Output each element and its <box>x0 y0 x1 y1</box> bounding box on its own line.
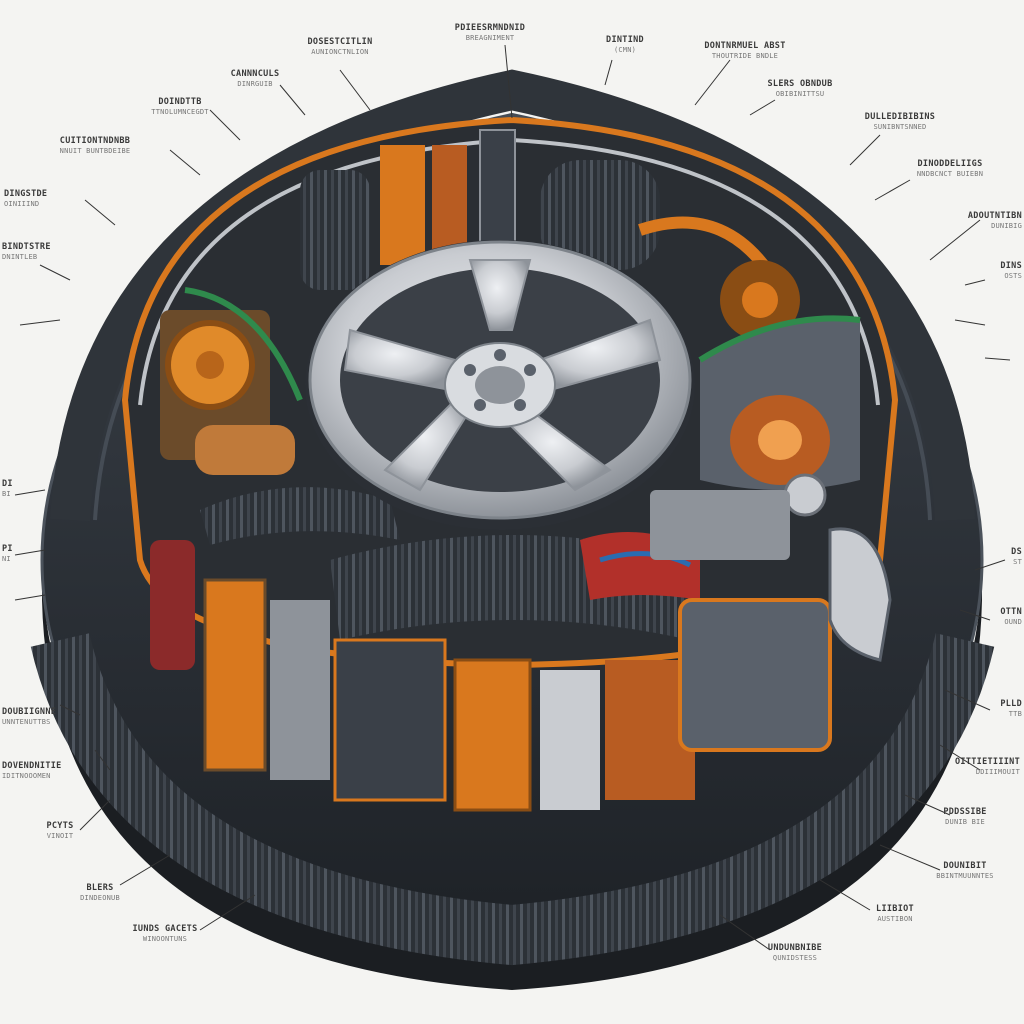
label-title: DINGSTDE <box>4 189 48 199</box>
label-low-right-3: PDDSSIBE DUNIB BIE <box>943 807 987 826</box>
label-right-5: DINS OSTS <box>1000 261 1022 280</box>
label-low-right-4: DOUNIBIT BBINTMUUNNTES <box>936 861 994 880</box>
label-top-right-1: DINTIND (CMN) <box>606 35 644 54</box>
label-title: DOUBIIGNNE <box>2 707 57 717</box>
label-title: DULLEDIBIBINS <box>864 112 936 122</box>
label-top-right-2: DONTNRMUEL ABST THOUTRIDE BNDLE <box>704 41 786 60</box>
label-subtitle: OUND <box>1004 617 1022 626</box>
label-title: ADOUTNTIBN <box>967 211 1022 221</box>
label-subtitle: QUNIDSTESS <box>772 953 818 962</box>
label-bottom-right: UNDUNBNIBE QUNIDSTESS <box>767 943 823 962</box>
label-right-2: DULLEDIBIBINS SUNIBNTSNNED <box>864 112 936 131</box>
label-title: CUITIONTNDNBB <box>59 136 131 146</box>
label-left-1: CANNNCULS DINRGUIB <box>230 69 280 88</box>
label-subtitle: NI <box>2 554 11 563</box>
label-subtitle: DNINTLEB <box>2 252 38 261</box>
label-title: PDDSSIBE <box>943 807 987 817</box>
label-low-left-4: BLERS DINDEONUB <box>80 883 120 902</box>
label-title: CANNNCULS <box>230 69 280 79</box>
label-subtitle: DUNIB BIE <box>945 817 985 826</box>
label-title: DI <box>2 479 13 489</box>
label-low-left-2: DOVENDNITIE IDITNOOOMEN <box>2 761 62 780</box>
label-subtitle: VINOIT <box>46 831 74 840</box>
label-mid-right-2: OTTN OUND <box>1000 607 1022 626</box>
label-subtitle: UNNTENUTTBS <box>2 717 51 726</box>
label-low-right-5: LIIBIOT AUSTIBON <box>876 904 914 923</box>
label-title: DS <box>1011 547 1022 557</box>
label-title: DINTIND <box>606 35 644 45</box>
label-title: PDIEESRMNDNID <box>454 23 526 33</box>
label-low-right-2: OITTIETIIINT DDIIIMOUIT <box>954 757 1020 776</box>
alloy-wheel-icon <box>305 240 695 530</box>
label-low-left-3: PCYTS VINOIT <box>46 821 74 840</box>
label-title: DINS <box>1000 261 1022 271</box>
label-left-4: DINGSTDE OINIIIND <box>4 189 48 208</box>
label-subtitle: NNUIT BUNTBDEIBE <box>59 146 131 155</box>
label-subtitle: AUSTIBON <box>877 914 913 923</box>
label-mid-left-2: PI NI <box>2 544 13 563</box>
label-subtitle: DINDEONUB <box>80 893 120 902</box>
label-title: DINODDELIIGS <box>917 159 983 169</box>
label-subtitle: BI <box>2 489 11 498</box>
label-title: LIIBIOT <box>876 904 914 914</box>
label-title: OITTIETIIINT <box>954 757 1020 767</box>
label-subtitle: AUNIONCTNLION <box>311 47 369 56</box>
label-title: DOUNIBIT <box>943 861 987 871</box>
label-title: PLLD <box>1000 699 1022 709</box>
label-subtitle: TTB <box>1008 709 1022 718</box>
label-title: DOINDTTB <box>158 97 202 107</box>
label-subtitle: DINRGUIB <box>237 79 273 88</box>
label-title: OTTN <box>1000 607 1022 617</box>
label-subtitle: IDITNOOOMEN <box>2 771 51 780</box>
label-subtitle: BBINTMUUNNTES <box>936 871 994 880</box>
leader-lines <box>14 44 1011 951</box>
label-right-3: DINODDELIIGS NNDBCNCT BUIEBN <box>916 159 984 178</box>
label-title: BLERS <box>86 883 114 893</box>
label-subtitle: DUNIBIG <box>991 221 1022 230</box>
label-title: BINDTSTRE <box>2 242 51 252</box>
label-subtitle: OBIBINITTSU <box>775 89 825 98</box>
label-subtitle: (CMN) <box>613 45 637 54</box>
label-subtitle: ST <box>1013 557 1022 566</box>
label-subtitle: OINIIIND <box>4 199 40 208</box>
label-subtitle: WINOONTUNS <box>142 934 188 943</box>
label-title: DONTNRMUEL ABST <box>704 41 786 51</box>
label-subtitle: OSTS <box>1004 271 1022 280</box>
label-subtitle: THOUTRIDE BNDLE <box>711 51 779 60</box>
label-subtitle: NNDBCNCT BUIEBN <box>916 169 984 178</box>
label-top-left-1: DOSESTCITLIN AUNIONCTNLION <box>307 37 373 56</box>
label-low-left-1: DOUBIIGNNE UNNTENUTTBS <box>2 707 57 726</box>
label-title: DOVENDNITIE <box>2 761 62 771</box>
label-left-3: CUITIONTNDNBB NNUIT BUNTBDEIBE <box>59 136 131 155</box>
label-subtitle: TTNOLUMNCEGDT <box>151 107 209 116</box>
label-left-2: DOINDTTB TTNOLUMNCEGDT <box>151 97 209 116</box>
label-subtitle: BREAGNIMENT <box>465 33 515 42</box>
label-bottom-left: IUNDS GACETS WINOONTUNS <box>132 924 198 943</box>
label-title: SLERS OBNDUB <box>767 79 833 89</box>
label-left-5: BINDTSTRE DNINTLEB <box>2 242 51 261</box>
label-subtitle: DDIIIMOUIT <box>975 767 1020 776</box>
label-low-right-1: PLLD TTB <box>1000 699 1022 718</box>
label-top-center: PDIEESRMNDNID BREAGNIMENT <box>454 23 526 42</box>
label-subtitle: SUNIBNTSNNED <box>873 122 927 131</box>
label-title: UNDUNBNIBE <box>767 943 823 953</box>
label-title: PCYTS <box>46 821 74 831</box>
label-right-1: SLERS OBNDUB OBIBINITTSU <box>767 79 833 98</box>
label-mid-left-1: DI BI <box>2 479 13 498</box>
label-title: PI <box>2 544 13 554</box>
label-title: IUNDS GACETS <box>132 924 198 934</box>
label-right-4: ADOUTNTIBN DUNIBIG <box>967 211 1022 230</box>
lower-layer-blocks <box>150 527 892 812</box>
label-mid-right-1: DS ST <box>1011 547 1022 566</box>
label-title: DOSESTCITLIN <box>307 37 373 47</box>
